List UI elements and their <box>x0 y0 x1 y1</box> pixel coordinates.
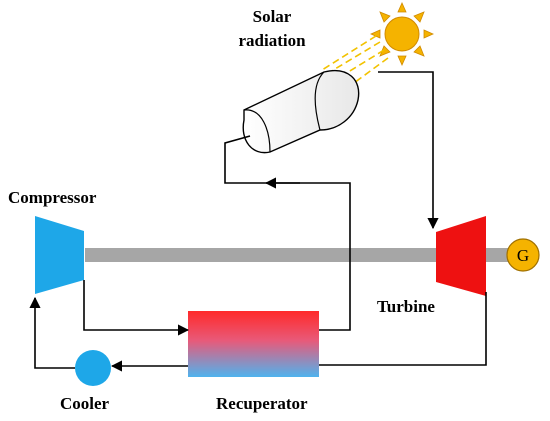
label-solar-line2: radiation <box>238 31 306 50</box>
pipe-cooler-to-compressor <box>29 296 75 369</box>
pipe-collector-to-turbine <box>378 71 439 230</box>
pipe-recuperator-to-collector <box>270 182 351 331</box>
cooler <box>75 350 111 386</box>
label-cooler: Cooler <box>60 394 110 413</box>
turbine <box>436 216 486 296</box>
pipe-turbine-to-recuperator <box>319 292 487 366</box>
shaft <box>85 248 515 262</box>
generator-icon: G <box>506 238 540 272</box>
compressor <box>35 216 84 294</box>
label-recuperator: Recuperator <box>216 394 308 413</box>
label-solar-line1: Solar <box>253 7 292 26</box>
pipe-compressor-to-recuperator <box>83 280 190 336</box>
label-turbine: Turbine <box>377 297 435 316</box>
parabolic-trough-collector-icon <box>242 70 360 154</box>
sun-icon <box>370 2 434 66</box>
pipe-collector-inlet <box>224 135 270 184</box>
label-compressor: Compressor <box>8 188 97 207</box>
generator-label: G <box>517 246 529 265</box>
recuperator <box>188 311 319 377</box>
